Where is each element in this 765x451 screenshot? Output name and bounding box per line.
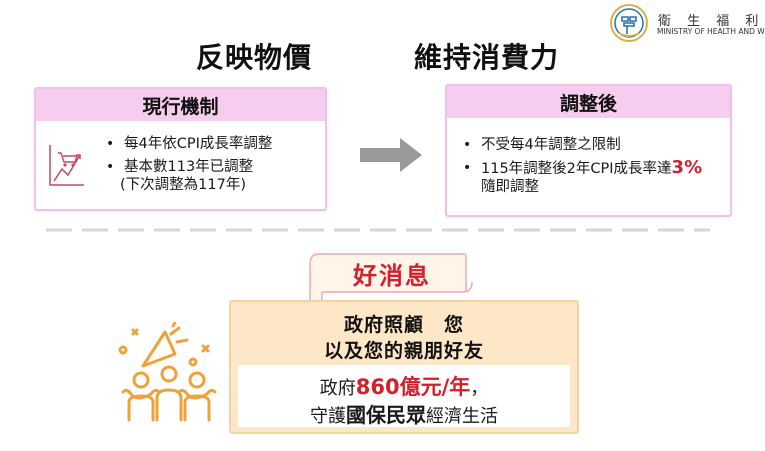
good-news-label: 好消息: [353, 261, 431, 290]
org-name-cn: 衛 生 福 利 部: [658, 14, 765, 29]
adjusted-mechanism-list: •不受每4年調整之限制 •115年調整後2年CPI成長率達3% 隨即調整: [459, 136, 724, 201]
care-title-line1: 政府照顧 您: [343, 314, 464, 336]
care-title-line2: 以及您的親朋好友: [323, 340, 484, 362]
adjusted-mechanism-title: 調整後: [447, 86, 730, 118]
list-item: •115年調整後2年CPI成長率達3%: [463, 157, 703, 178]
protect-line: 守護國保民眾經濟生活: [310, 403, 498, 427]
government-care-box: 政府照顧 您 以及您的親朋好友 政府860億元/年， 守護國保民眾經濟生活: [229, 300, 579, 434]
funding-amount: 860億元/年: [355, 375, 471, 399]
heading-maintain-spending: 維持消費力: [414, 41, 560, 74]
heading-reflect-prices: 反映物價: [196, 41, 313, 74]
list-item: •每4年依CPI成長率調整: [106, 136, 273, 152]
funding-line: 政府860億元/年，: [319, 375, 489, 399]
cart-chart-icon: [49, 145, 84, 186]
insured-people-text: 國保民眾: [346, 403, 426, 427]
org-name-en: MINISTRY OF HEALTH AND WELFARE: [657, 27, 765, 36]
current-mechanism-card: 現行機制 •每4年依CPI成長率調整 •基本數113年已調整 (下次調整為117…: [34, 87, 327, 211]
current-mechanism-title: 現行機制: [36, 89, 325, 121]
section-divider: [46, 228, 710, 232]
adjusted-mechanism-card: 調整後 •不受每4年調整之限制 •115年調整後2年CPI成長率達3% 隨即調整: [445, 84, 732, 217]
current-mechanism-list: •每4年依CPI成長率調整 •基本數113年已調整 (下次調整為117年): [102, 135, 324, 199]
list-item: •不受每4年調整之限制: [463, 137, 621, 153]
list-item: •基本數113年已調整: [106, 159, 254, 175]
celebration-people-icon: [118, 322, 217, 422]
funding-panel: 政府860億元/年， 守護國保民眾經濟生活: [238, 365, 570, 427]
list-item: 隨即調整: [481, 179, 539, 195]
right-arrow-icon: [360, 138, 422, 172]
cpi-threshold-value: 3%: [671, 157, 703, 178]
list-item: (下次調整為117年): [120, 177, 246, 193]
ministry-seal-icon: [610, 4, 648, 42]
